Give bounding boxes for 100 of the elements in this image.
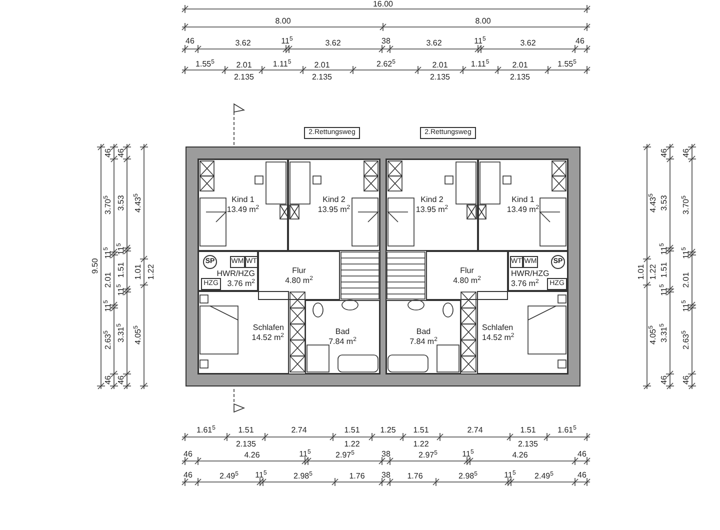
room-area [508, 251, 568, 291]
room-area [386, 159, 478, 251]
room-area [198, 159, 288, 251]
dimension-label: 38 [382, 36, 390, 46]
dimension-label: 3.62 [325, 38, 341, 48]
room-area-value: 3.76 m$^{2}$ [227, 279, 255, 289]
dimension-label: 2.01 [432, 60, 448, 70]
dimension-label: 46 [186, 36, 194, 46]
room-area [426, 251, 508, 300]
dimension-label: 4.26 [512, 450, 528, 460]
dimension-label: 46 [682, 376, 690, 384]
dimension-label: 1.76 [407, 472, 423, 480]
dimension-label: 1.22 [344, 440, 360, 448]
dimension-label: 1.01 [636, 264, 646, 280]
room-area-value: 13.95 m$^{2}$ [318, 205, 350, 215]
dimension-label: 1.61$^{5}$ [558, 426, 576, 434]
dimension-label: 1.11$^{5}$ [272, 60, 292, 68]
dimension-label: 2.01 [236, 60, 252, 70]
dimension-label: 3.62 [235, 38, 251, 48]
dimension-label: 1.61$^{5}$ [196, 426, 216, 434]
dimension-label: 46 [104, 376, 112, 384]
dimension-label: 2.74 [467, 426, 483, 434]
dimension-label: 2.74 [291, 426, 307, 434]
dimension-label: 4.26 [244, 450, 260, 460]
dimension-label: 2.135 [236, 440, 256, 448]
room-name: Schlafen [252, 322, 284, 332]
dimension-label: 1.55$^{5}$ [196, 60, 214, 68]
room-area-value: 4.80 m$^{2}$ [453, 276, 481, 286]
dimension-label: 1.22 [648, 264, 658, 280]
dimension-label: 2.01 [314, 60, 330, 70]
dimension-label: 2.49$^{5}$ [534, 472, 554, 480]
dimension-label: 9.50 [90, 258, 100, 274]
room-area-value: 4.80 m$^{2}$ [285, 276, 313, 286]
dimension-label: 46 [660, 148, 668, 158]
room-name: Flur [292, 266, 306, 276]
room-area-value: 13.49 m$^{2}$ [506, 205, 540, 215]
room-area-value: 7.84 m$^{2}$ [410, 337, 438, 347]
dimension-label: 46 [104, 148, 112, 158]
dimension-label: 1.51 [520, 426, 536, 434]
dimension-label: 11$^{5}$ [504, 470, 516, 480]
dimension-label: 46 [576, 36, 584, 46]
dimension-label: 2.135 [510, 72, 530, 82]
room-area [386, 300, 461, 374]
dimension-label: 11$^{5}$ [462, 450, 474, 458]
dimension-label: 2.135 [312, 72, 332, 82]
room-area [305, 300, 380, 374]
dimension-label: 11$^{5}$ [474, 36, 486, 46]
dimension-label: 38 [382, 450, 390, 458]
dimension-label: 1.51 [660, 262, 668, 278]
room-name: HWR/HZG [511, 269, 550, 278]
dimension-label: 2.49$^{5}$ [220, 472, 238, 480]
dimension-label: 1.22 [413, 440, 429, 448]
dimension-label: 11$^{5}$ [299, 450, 311, 458]
room-area-value: 7.84 m$^{2}$ [328, 337, 356, 347]
room-area [288, 159, 380, 251]
dimension-label: 2.97$^{5}$ [336, 450, 354, 460]
dimension-label: 1.25 [380, 426, 396, 434]
room-area-value: 3.76 m$^{2}$ [511, 279, 539, 289]
dimension-label: 8.00 [475, 16, 491, 26]
dimension-label: 46 [116, 148, 126, 158]
dimension-label: 1.55$^{5}$ [558, 60, 576, 68]
dimension-label: 46 [184, 470, 192, 480]
room-name: Kind 1 [232, 195, 254, 205]
room-name: Flur [460, 266, 474, 276]
dimension-label: 3.53 [660, 195, 668, 211]
dimension-label: 2.62$^{5}$ [376, 60, 396, 68]
dimension-label: 2.135 [234, 72, 254, 82]
room-area [478, 159, 568, 251]
dimension-label: 8.00 [275, 16, 291, 26]
dimension-label: 2.01 [682, 272, 690, 288]
dimension-label: 38 [382, 470, 390, 480]
room-area-value: 14.52 m$^{2}$ [482, 332, 514, 342]
dimension-label: 2.135 [518, 440, 538, 448]
dimension-label: 46 [660, 376, 668, 384]
room-name: Kind 1 [512, 195, 534, 205]
room-area-value: 14.52 m$^{2}$ [252, 332, 284, 342]
dimension-label: 46 [578, 450, 586, 458]
dimension-label: 11$^{5}$ [255, 470, 267, 480]
dimension-label: 46 [578, 470, 586, 480]
room-name: Bad [416, 327, 431, 337]
dimension-label: 2.135 [430, 72, 450, 82]
dimension-label: 1.51 [116, 262, 126, 278]
dimension-label: 1.11$^{5}$ [470, 60, 490, 68]
room-name: Schlafen [482, 322, 514, 332]
dimension-label: 46 [116, 376, 126, 384]
dimension-label: 3.62 [426, 38, 442, 48]
room-area [198, 251, 258, 291]
room-name: HWR/HZG [216, 269, 255, 278]
room-name: Kind 2 [322, 195, 346, 205]
dimension-label: 46 [682, 148, 690, 158]
dimension-label: 3.53 [116, 195, 126, 211]
dimension-label: 1.76 [349, 472, 365, 480]
dimension-label: 2.98$^{5}$ [458, 472, 478, 480]
room-area [477, 291, 568, 374]
dimension-label: 2.98$^{5}$ [294, 472, 312, 480]
room-area-value: 13.49 m$^{2}$ [226, 205, 260, 215]
room-name: Bad [335, 327, 350, 337]
dimension-label: 46 [184, 450, 192, 458]
dimension-label: 11$^{5}$ [281, 36, 293, 46]
dimension-label: 2.01 [512, 60, 528, 70]
